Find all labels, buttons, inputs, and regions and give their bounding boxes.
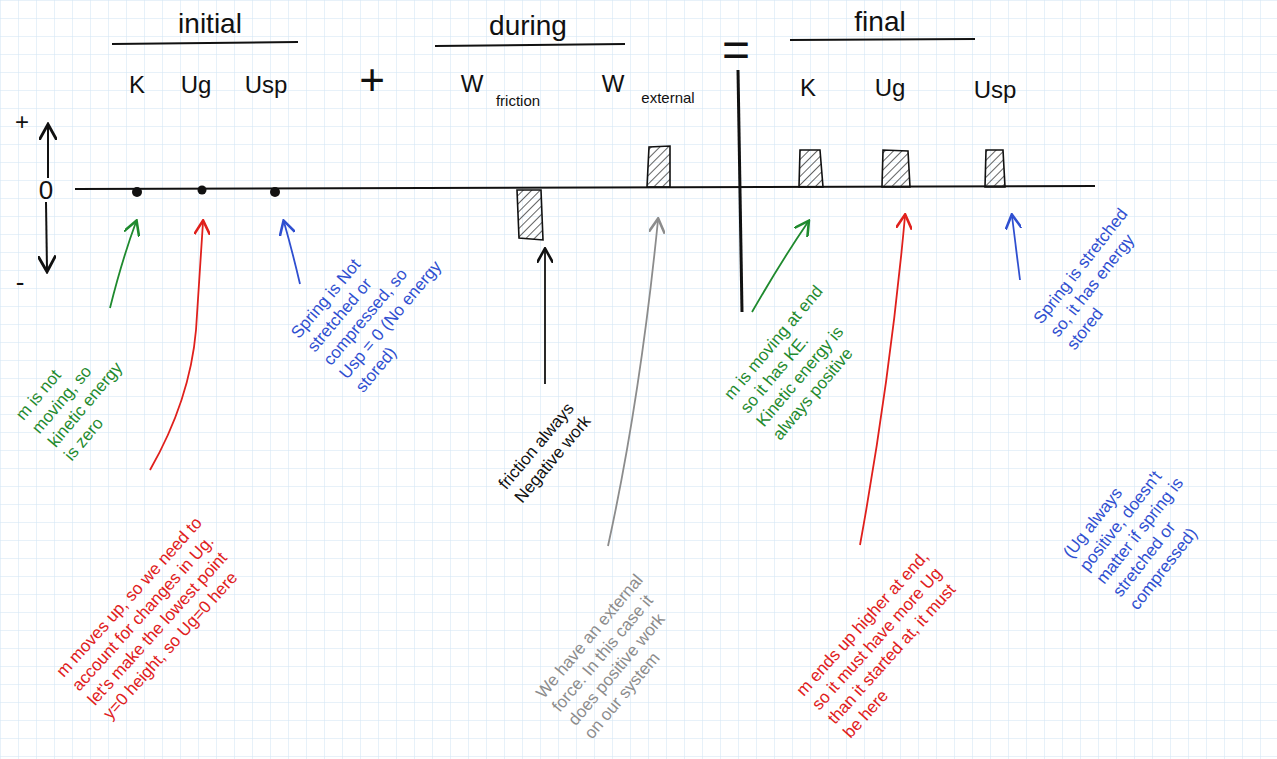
bar-subscript: external bbox=[641, 90, 694, 105]
bar-label: K bbox=[129, 73, 145, 97]
equals-sign: = bbox=[722, 26, 750, 74]
bar-label: Usp bbox=[245, 73, 288, 97]
column-heading: during bbox=[489, 12, 567, 40]
annotation-note: We have an external force. In this case … bbox=[531, 567, 698, 744]
axis bbox=[46, 70, 1095, 312]
annotation-note: m is not moving, so kinetic energy is ze… bbox=[11, 319, 152, 465]
annotation-note: friction always Negative work bbox=[494, 373, 616, 507]
bar-label: Ug bbox=[181, 73, 212, 97]
plus-sign: + bbox=[359, 58, 385, 102]
bar-label: K bbox=[800, 76, 816, 100]
annotation-note: m is moving at end so it has KE. Kinetic… bbox=[720, 276, 881, 445]
annotation-note: (Ug always positive, doesn't matter if s… bbox=[1059, 446, 1222, 613]
annotation-note: m moves up, so we need to account for ch… bbox=[52, 496, 268, 723]
axis-sign: - bbox=[16, 269, 25, 295]
column-heading: initial bbox=[178, 10, 242, 38]
bar-label: W bbox=[461, 72, 484, 96]
column-heading: final bbox=[854, 8, 905, 36]
bar-label: Usp bbox=[974, 78, 1017, 102]
axis-zero: 0 bbox=[39, 177, 53, 203]
bar-label: Ug bbox=[875, 76, 906, 100]
leader-arrows bbox=[110, 216, 1020, 546]
annotation-note: m ends up higher at end, so it must have… bbox=[792, 538, 988, 743]
annotation-note: Spring is Not stretched or compressed, s… bbox=[287, 214, 464, 396]
bar-label: W bbox=[602, 72, 625, 96]
annotation-note: Spring is stretched so, it has energy st… bbox=[1029, 197, 1171, 354]
axis-sign: + bbox=[15, 110, 29, 134]
energy-bars bbox=[517, 146, 1005, 240]
bar-subscript: friction bbox=[496, 93, 540, 108]
header-underlines bbox=[112, 39, 975, 46]
zero-dots bbox=[132, 186, 280, 198]
